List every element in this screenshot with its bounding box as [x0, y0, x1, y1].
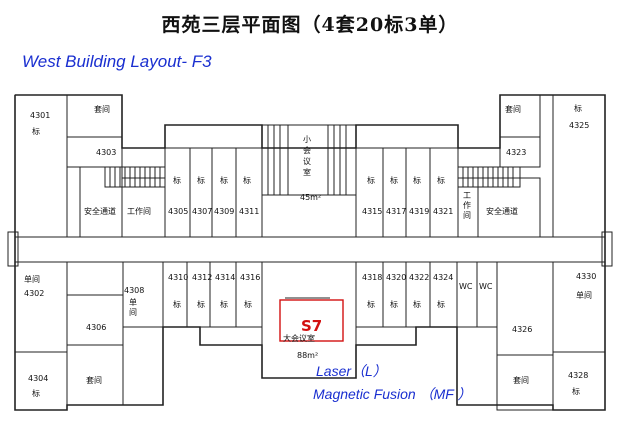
std-4316-label: 标 — [244, 299, 252, 309]
room-labels: 4301 标 套间 4303 安全通道 工作间 标 标 标 标 4305 430… — [24, 103, 596, 398]
s7-label: S7 — [301, 317, 322, 335]
workroom-right-3: 间 — [463, 211, 471, 220]
corridor-walls — [15, 236, 605, 263]
small-meeting-label-2: 会 — [303, 145, 311, 155]
stairs-left-icon — [104, 166, 166, 188]
room-4322-number: 4322 — [409, 273, 429, 282]
small-meeting-label-4: 室 — [303, 167, 311, 177]
room-4325-type: 标 — [574, 103, 582, 113]
suite-se-label: 套间 — [513, 375, 529, 385]
workroom-left-label: 工作间 — [127, 206, 151, 216]
single-right-label: 单间 — [576, 290, 592, 300]
left-lower-rooms — [14, 261, 263, 411]
right-lower-rooms — [355, 261, 606, 411]
room-4307-number: 4307 — [192, 207, 212, 216]
std-4318-label: 标 — [367, 299, 375, 309]
std-4315-label: 标 — [367, 175, 375, 185]
room-4317-number: 4317 — [386, 207, 406, 216]
big-meeting-label: 大会议室 — [283, 333, 315, 343]
room-4318-number: 4318 — [362, 273, 382, 282]
small-meeting-area: 45m² — [300, 193, 321, 202]
suite-ne-label: 套间 — [505, 104, 521, 114]
std-4312-label: 标 — [197, 299, 205, 309]
std-4314-label: 标 — [220, 299, 228, 309]
big-meeting-area: 88m² — [297, 351, 318, 360]
legend-magnetic-fusion: Magnetic Fusion （MF ） — [313, 386, 472, 402]
std-4321-label: 标 — [437, 175, 445, 185]
std-4311-label: 标 — [243, 175, 251, 185]
room-4302-number: 4302 — [24, 289, 44, 298]
stairs-center-icon — [267, 125, 347, 195]
plan-title: 西苑三层平面图（4套20标3单） — [161, 14, 459, 36]
room-4315-number: 4315 — [362, 207, 382, 216]
room-4301-number: 4301 — [30, 111, 50, 120]
wc-2-label: WC — [479, 282, 493, 291]
room-4325-number: 4325 — [569, 121, 589, 130]
room-4330-number: 4330 — [576, 272, 596, 281]
room-4321-number: 4321 — [433, 207, 453, 216]
room-4306-number: 4306 — [86, 323, 106, 332]
std-4320-label: 标 — [390, 299, 398, 309]
end-doors — [7, 231, 613, 267]
std-4317-label: 标 — [390, 175, 398, 185]
std-4310-label: 标 — [173, 299, 181, 309]
s7-highlight-box — [279, 299, 344, 342]
small-meeting-label-1: 小 — [303, 135, 311, 144]
std-4309-label: 标 — [220, 175, 228, 185]
std-4324-label: 标 — [437, 299, 445, 309]
small-meeting-label-3: 议 — [303, 157, 311, 166]
wc-1-label: WC — [459, 282, 473, 291]
suite-nw-label: 套间 — [94, 104, 110, 114]
workroom-right-2: 作 — [463, 200, 471, 210]
workroom-right-1: 工 — [463, 191, 471, 200]
single-4308-2: 间 — [129, 308, 137, 317]
room-4308-number: 4308 — [124, 286, 144, 295]
room-4301-type: 标 — [32, 126, 40, 136]
std-4307-label: 标 — [197, 175, 205, 185]
right-upper-rooms — [355, 94, 606, 238]
single-4308-1: 单 — [129, 297, 137, 307]
room-4305-number: 4305 — [168, 207, 188, 216]
room-4316-number: 4316 — [240, 273, 260, 282]
safety-left-label: 安全通道 — [84, 206, 116, 216]
std-4305-label: 标 — [173, 175, 181, 185]
legend-laser: Laser（L） — [316, 363, 387, 379]
room-4319-number: 4319 — [409, 207, 429, 216]
room-4328-number: 4328 — [568, 371, 588, 380]
safety-right-label: 安全通道 — [486, 206, 518, 216]
single-left-label: 单间 — [24, 274, 40, 284]
left-upper-rooms — [14, 94, 263, 238]
room-4310-number: 4310 — [168, 273, 188, 282]
room-4312-number: 4312 — [192, 273, 212, 282]
room-4326-number: 4326 — [512, 325, 532, 334]
room-4311-number: 4311 — [239, 207, 259, 216]
stairs-right-icon — [457, 166, 521, 188]
room-4309-number: 4309 — [214, 207, 234, 216]
room-4304-type: 标 — [32, 388, 40, 398]
room-4320-number: 4320 — [386, 273, 406, 282]
room-4324-number: 4324 — [433, 273, 453, 282]
room-4303-number: 4303 — [96, 148, 116, 157]
suite-sw-label: 套间 — [86, 375, 102, 385]
room-4328-type: 标 — [572, 386, 580, 396]
room-4314-number: 4314 — [215, 273, 235, 282]
room-4323-number: 4323 — [506, 148, 526, 157]
std-4319-label: 标 — [413, 175, 421, 185]
room-4304-number: 4304 — [28, 374, 48, 383]
std-4322-label: 标 — [413, 299, 421, 309]
plan-subtitle: West Building Layout- F3 — [22, 52, 212, 71]
